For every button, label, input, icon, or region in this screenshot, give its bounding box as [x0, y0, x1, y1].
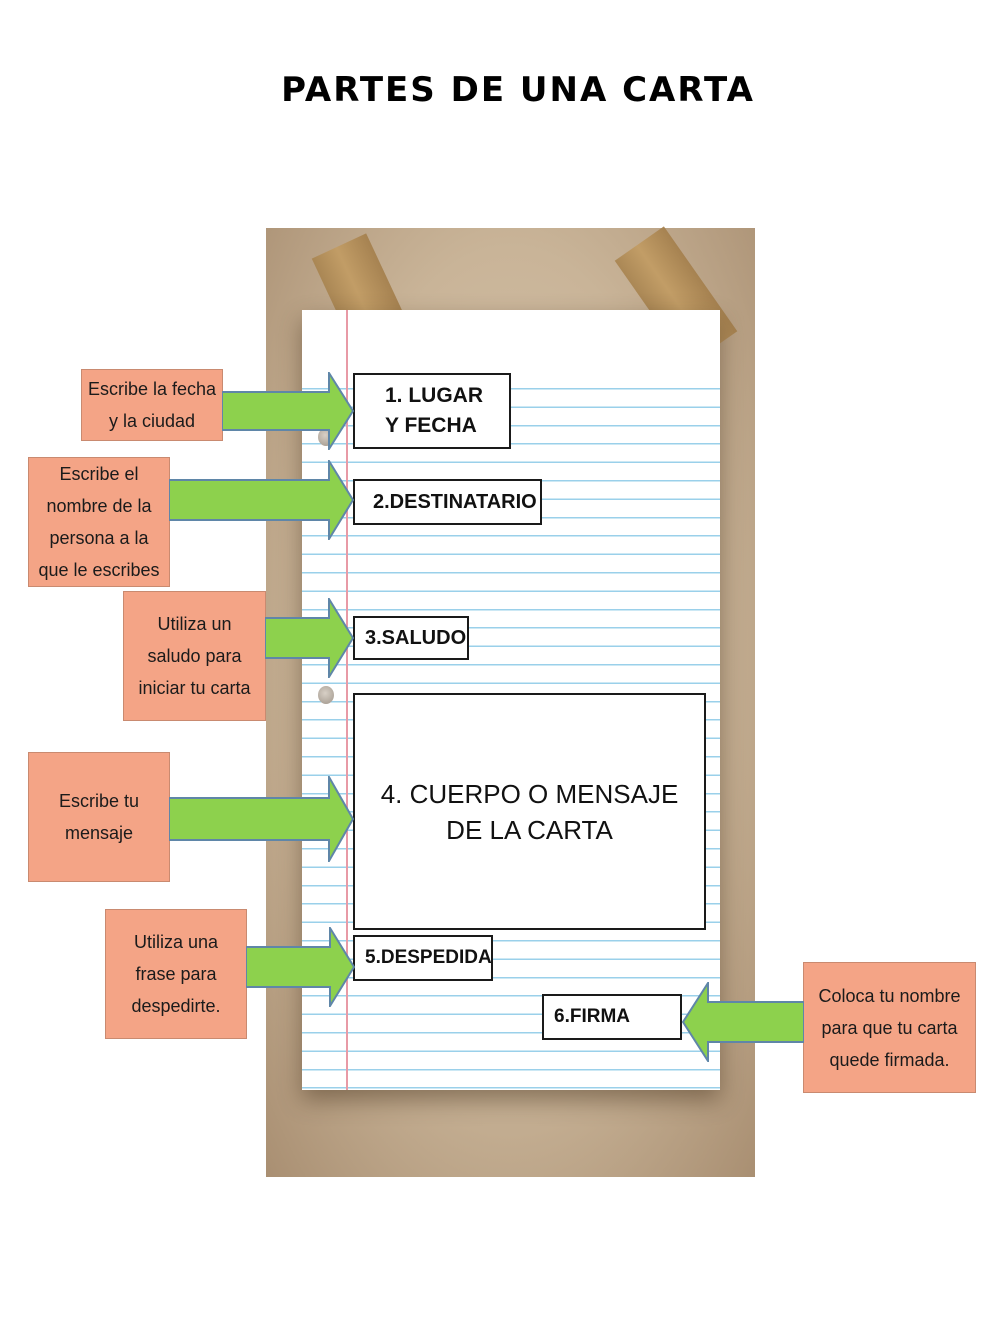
part-box-firma: 6.FIRMA: [542, 994, 682, 1040]
hint-text: Utiliza un saludo para iniciar tu carta: [138, 614, 251, 698]
arrow-icon: [265, 598, 355, 678]
hint-text: Escribe la fecha y la ciudad: [87, 379, 217, 431]
part-label: 5.DESPEDIDA: [365, 947, 492, 968]
arrow-icon: [681, 982, 804, 1062]
part-box-despedida: 5.DESPEDIDA: [353, 935, 493, 981]
hint-box-despedida: Utiliza una frase para despedirte.: [105, 909, 247, 1039]
part-label: 2.DESTINATARIO: [373, 490, 537, 513]
part-label: 3.SALUDO: [365, 626, 467, 649]
arrow-icon: [246, 927, 356, 1007]
hint-text: Coloca tu nombre para que tu carta quede…: [818, 985, 961, 1070]
hint-text: Utiliza una frase para despedirte.: [131, 932, 221, 1016]
paper-hole-middle: [318, 686, 334, 704]
hint-box-firma: Coloca tu nombre para que tu carta quede…: [803, 962, 976, 1093]
hint-box-saludo: Utiliza un saludo para iniciar tu carta: [123, 591, 266, 721]
hint-box-cuerpo: Escribe tu mensaje: [28, 752, 170, 882]
hint-box-lugar-fecha: Escribe la fecha y la ciudad: [81, 369, 223, 441]
hint-box-destinatario: Escribe el nombre de la persona a la que…: [28, 457, 170, 587]
part-label: 6.FIRMA: [554, 1006, 630, 1027]
hint-text: Escribe tu mensaje: [58, 791, 140, 843]
page-title: PARTES DE UNA CARTA: [281, 70, 755, 110]
part-label: 1. LUGAR Y FECHA: [385, 384, 484, 437]
part-box-lugar-fecha: 1. LUGAR Y FECHA: [353, 373, 511, 449]
arrow-icon: [169, 460, 355, 540]
part-box-destinatario: 2.DESTINATARIO: [353, 479, 542, 525]
paper-margin-line: [346, 310, 348, 1090]
part-box-saludo: 3.SALUDO: [353, 616, 469, 660]
arrow-icon: [222, 372, 355, 450]
part-label: 4. CUERPO O MENSAJE DE LA CARTA: [380, 778, 679, 845]
part-box-cuerpo: 4. CUERPO O MENSAJE DE LA CARTA: [353, 693, 706, 930]
hint-text: Escribe el nombre de la persona a la que…: [38, 464, 160, 580]
arrow-icon: [169, 776, 355, 862]
